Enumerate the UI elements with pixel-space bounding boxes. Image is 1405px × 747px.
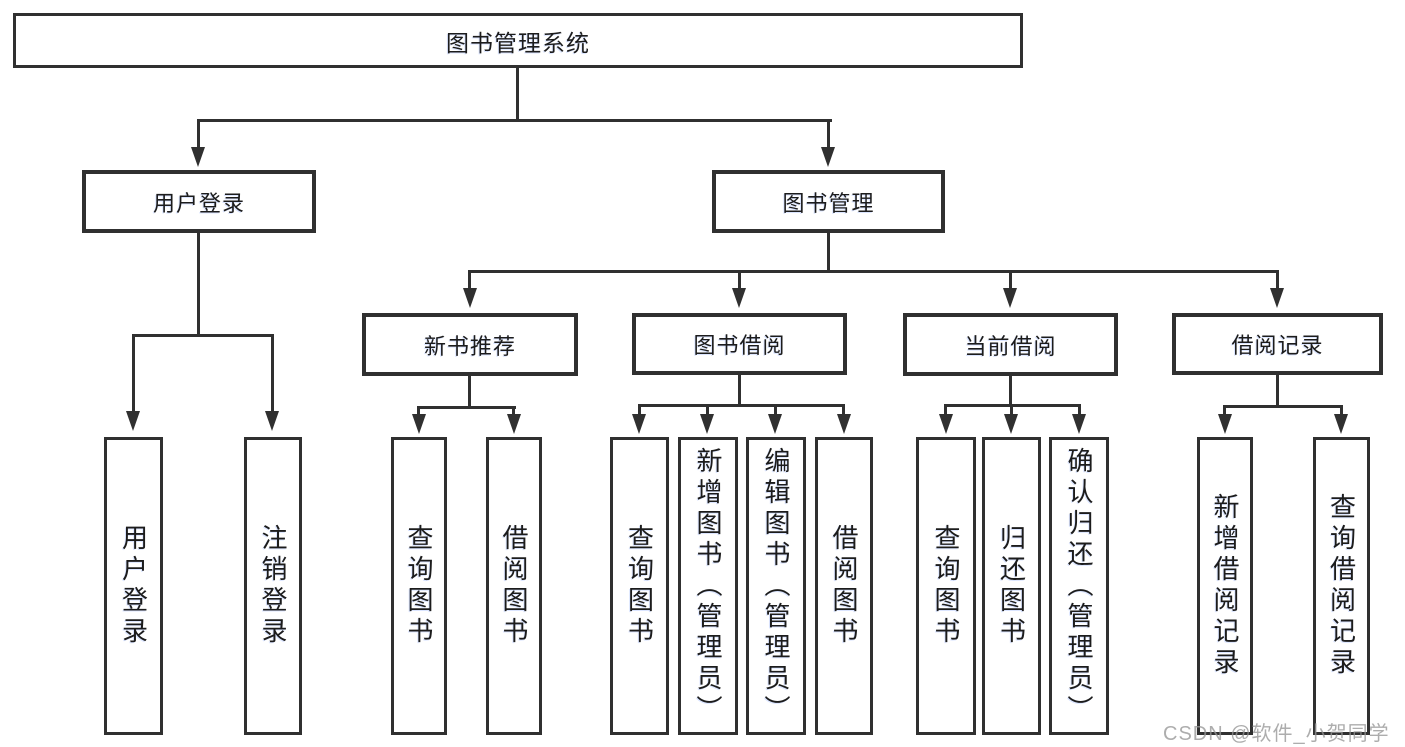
leaf-query-books-borrowing: 查询图书 (610, 437, 669, 735)
node-book-management: 图书管理 (712, 170, 945, 233)
leaf-query-borrow-record-label: 查询借阅记录 (1326, 493, 1357, 679)
node-book-borrowing-label: 图书借阅 (693, 333, 786, 358)
arrowhead-down-icon (821, 147, 835, 167)
arrowhead-down-icon (191, 147, 205, 167)
node-borrowing-records: 借阅记录 (1172, 313, 1383, 375)
connector-stem (842, 404, 845, 414)
connector-stem (132, 334, 135, 411)
leaf-logout: 注销登录 (244, 437, 302, 735)
leaf-borrow-book: 借阅图书 (815, 437, 873, 735)
connector-root-stub (516, 66, 519, 121)
leaf-add-borrow-record: 新增借阅记录 (1197, 437, 1253, 735)
connector-bar (132, 334, 274, 337)
connector-stem (1223, 405, 1226, 414)
connector-stem (827, 119, 830, 148)
arrowhead-down-icon (1072, 414, 1086, 434)
connector-stub (738, 375, 741, 407)
connector-stem (271, 334, 274, 411)
arrowhead-down-icon (265, 411, 279, 431)
node-current-borrowing: 当前借阅 (903, 313, 1118, 376)
connector-bar (417, 406, 516, 409)
connector-stem (197, 119, 200, 148)
connector-stem (1078, 404, 1081, 414)
leaf-borrow-book-label: 借阅图书 (829, 524, 859, 648)
connector-bar (468, 270, 1279, 273)
arrowhead-down-icon (1003, 288, 1017, 308)
node-book-borrowing: 图书借阅 (632, 313, 847, 375)
node-root-label: 图书管理系统 (446, 29, 590, 56)
arrowhead-down-icon (837, 414, 851, 434)
leaf-user-login-label: 用户登录 (118, 524, 149, 648)
arrowhead-down-icon (412, 414, 426, 434)
connector-stem (638, 404, 641, 414)
connector-stem (738, 270, 741, 288)
arrowhead-down-icon (1004, 414, 1018, 434)
arrowhead-down-icon (1270, 288, 1284, 308)
connector-stub (197, 233, 200, 337)
arrowhead-down-icon (632, 414, 646, 434)
arrowhead-down-icon (768, 414, 782, 434)
leaf-edit-book-admin: 编辑图书（管理员） (746, 437, 806, 735)
node-user-login-label: 用户登录 (152, 190, 245, 216)
arrowhead-down-icon (126, 411, 140, 431)
connector-stem (944, 404, 947, 414)
arrowhead-down-icon (700, 414, 714, 434)
leaf-query-books-current: 查询图书 (916, 437, 976, 735)
connector-stub (1009, 376, 1012, 407)
connector-stem (468, 270, 471, 288)
node-new-book-recommendation: 新书推荐 (362, 313, 578, 376)
leaf-edit-book-admin-label: 编辑图书（管理员） (761, 446, 791, 726)
leaf-add-borrow-record-label: 新增借阅记录 (1210, 493, 1240, 679)
leaf-return-book: 归还图书 (982, 437, 1041, 735)
connector-stem (417, 406, 420, 414)
node-borrowing-records-label: 借阅记录 (1231, 333, 1324, 358)
leaf-add-book-admin-label: 新增图书（管理员） (693, 446, 723, 726)
connector-stem (774, 404, 777, 414)
leaf-query-books-borrowing-label: 查询图书 (624, 524, 655, 648)
connector-root-bar (197, 119, 832, 122)
node-user-login: 用户登录 (82, 170, 316, 233)
leaf-query-books-current-label: 查询图书 (931, 524, 961, 648)
node-book-management-label: 图书管理 (782, 190, 875, 216)
leaf-confirm-return-admin: 确认归还（管理员） (1049, 437, 1109, 735)
leaf-logout-label: 注销登录 (258, 524, 288, 648)
connector-bar (1223, 405, 1343, 408)
leaf-return-book-label: 归还图书 (996, 524, 1027, 648)
leaf-borrow-book-recommend: 借阅图书 (486, 437, 542, 735)
connector-stem (1009, 270, 1012, 288)
leaf-user-login: 用户登录 (104, 437, 163, 735)
leaf-query-books-recommend: 查询图书 (391, 437, 447, 735)
node-new-book-recommendation-label: 新书推荐 (423, 333, 516, 359)
leaf-query-borrow-record: 查询借阅记录 (1313, 437, 1370, 735)
connector-stem (1340, 405, 1343, 414)
arrowhead-down-icon (507, 414, 521, 434)
arrowhead-down-icon (1218, 414, 1232, 434)
arrowhead-down-icon (732, 288, 746, 308)
node-root: 图书管理系统 (13, 13, 1023, 68)
connector-stem (512, 406, 515, 414)
leaf-add-book-admin: 新增图书（管理员） (678, 437, 738, 735)
leaf-confirm-return-admin-label: 确认归还（管理员） (1064, 446, 1094, 726)
connector-bar (638, 404, 845, 407)
leaf-borrow-book-recommend-label: 借阅图书 (499, 524, 529, 648)
watermark-text: CSDN @软件_小贺同学 (1163, 723, 1390, 745)
connector-stub (827, 233, 830, 273)
arrowhead-down-icon (1334, 414, 1348, 434)
connector-stub (1276, 375, 1279, 408)
node-current-borrowing-label: 当前借阅 (964, 333, 1057, 359)
leaf-query-books-recommend-label: 查询图书 (404, 524, 434, 648)
connector-stem (1010, 404, 1013, 414)
arrowhead-down-icon (463, 288, 477, 308)
connector-stem (706, 404, 709, 414)
connector-stub (468, 376, 471, 409)
connector-stem (1276, 270, 1279, 288)
arrowhead-down-icon (939, 414, 953, 434)
